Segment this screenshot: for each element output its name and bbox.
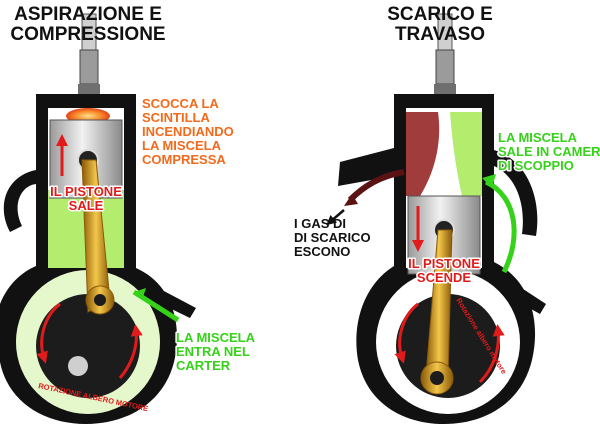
left-title: ASPIRAZIONE E COMPRESSIONE bbox=[10, 4, 165, 45]
left-title-line-2: COMPRESSIONE bbox=[10, 24, 165, 45]
exhaust-arrow-head-right bbox=[344, 194, 358, 206]
spark-note-line-4: LA MISCELA bbox=[142, 138, 222, 153]
spark-note: SCOCCA LA SCINTILLA INCENDIANDO LA MISCE… bbox=[142, 96, 234, 167]
rotation-arrow-right-a bbox=[394, 302, 419, 364]
intake-note-line-1: LA MISCELA bbox=[176, 330, 256, 345]
spark-note-line-2: SCINTILLA bbox=[142, 110, 210, 125]
intake-duct-right bbox=[490, 270, 546, 314]
spark-note-line-5: COMPRESSA bbox=[142, 152, 226, 167]
left-title-line-1: ASPIRAZIONE E bbox=[14, 4, 162, 25]
transfer-note-line-1: LA MISCELA bbox=[498, 130, 578, 145]
crank-pin-hole-right bbox=[430, 371, 444, 385]
intake-note-line-2: ENTRA NEL bbox=[176, 344, 250, 359]
right-title-line-1: SCARICO E bbox=[387, 4, 493, 25]
spark-plug-left bbox=[78, 13, 100, 94]
exhaust-note-line-1: I GAS DI bbox=[294, 216, 346, 231]
mixture-right bbox=[450, 112, 482, 196]
piston-label-right-line-2: SCENDE bbox=[417, 270, 472, 285]
rotation-arrow-left-a bbox=[36, 302, 61, 364]
transfer-arrow-head-right bbox=[482, 174, 496, 188]
left-engine bbox=[0, 13, 196, 424]
piston-label-left-line-2: SALE bbox=[69, 198, 104, 213]
transfer-note-line-2: SALE IN CAMERA bbox=[498, 144, 600, 159]
rotation-arrow-left-b bbox=[118, 324, 143, 379]
crank-pin-hole-left bbox=[94, 294, 106, 306]
intake-note-line-3: CARTER bbox=[176, 358, 231, 373]
piston-label-right-line-1: IL PISTONE bbox=[408, 256, 480, 271]
exhaust-note-line-2: DI SCARICO bbox=[294, 230, 371, 245]
transfer-duct-right bbox=[494, 150, 538, 236]
right-title-line-2: TRAVASO bbox=[395, 24, 485, 45]
transfer-arrow-right bbox=[484, 179, 517, 274]
spark-plug-right bbox=[434, 13, 456, 94]
piston-label-left-line-1: IL PISTONE bbox=[50, 184, 122, 199]
crank-counterweight-hole-left bbox=[68, 356, 88, 376]
intake-duct-left bbox=[124, 272, 196, 318]
exhaust-note: I GAS DI DI SCARICO ESCONO bbox=[294, 216, 371, 259]
right-engine bbox=[326, 13, 546, 424]
spark-note-line-1: SCOCCA LA bbox=[142, 96, 219, 111]
exhaust-duct-right bbox=[338, 148, 394, 186]
spark-note-line-3: INCENDIANDO bbox=[142, 124, 234, 139]
piston-label-right: IL PISTONE SCENDE bbox=[407, 255, 482, 287]
transfer-port-left bbox=[3, 170, 36, 232]
intake-note: LA MISCELA ENTRA NEL CARTER bbox=[175, 329, 258, 375]
exhaust-arrow-right bbox=[347, 169, 405, 203]
piston-label-left: IL PISTONE SALE bbox=[49, 183, 124, 215]
transfer-note-line-3: DI SCOPPIO bbox=[498, 158, 574, 173]
right-title: SCARICO E TRAVASO bbox=[387, 4, 493, 45]
exhaust-pointer bbox=[326, 209, 345, 226]
transfer-note: LA MISCELA SALE IN CAMERA DI SCOPPIO bbox=[497, 129, 600, 175]
rotation-arrow-right-b bbox=[478, 324, 505, 384]
crank-disc-left bbox=[36, 294, 140, 398]
exhaust-note-line-3: ESCONO bbox=[294, 244, 350, 259]
exhaust-gas-right bbox=[406, 112, 440, 196]
intake-arrow-head-left bbox=[134, 288, 146, 300]
